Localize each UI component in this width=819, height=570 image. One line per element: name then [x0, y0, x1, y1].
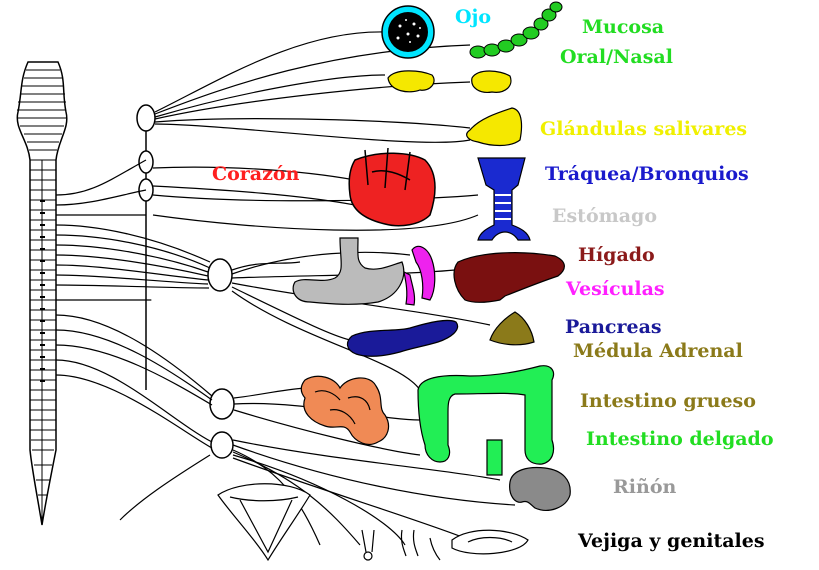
inferior-mesenteric-ganglion	[211, 432, 233, 458]
celiac-ganglion	[208, 259, 232, 291]
stomach-organ	[293, 238, 404, 304]
label-vesiculas: Vesículas	[566, 280, 665, 299]
label-intestino-delgado: Intestino delgado	[586, 430, 774, 449]
cervical-ganglion-2	[139, 151, 153, 173]
label-estomago: Estómago	[552, 207, 657, 226]
label-vejiga-genitales: Vejiga y genitales	[578, 532, 765, 551]
label-ojo: Ojo	[455, 8, 491, 27]
cervical-ganglion-1	[137, 105, 155, 131]
kidney-organ	[510, 468, 571, 511]
label-mucosa: Mucosa	[582, 18, 664, 37]
pancreas-organ	[347, 320, 457, 356]
liver-organ	[454, 253, 564, 303]
label-traquea-bronquios: Tráquea/Bronquios	[545, 165, 749, 184]
nerve-fibers	[56, 32, 515, 545]
large-intestine-organ	[418, 366, 554, 475]
label-oral-nasal: Oral/Nasal	[560, 48, 673, 67]
trachea-organ	[478, 158, 530, 240]
eye-organ	[382, 6, 434, 58]
label-rinon: Riñón	[613, 478, 676, 497]
spinal-cord	[17, 62, 67, 525]
superior-mesenteric-ganglion	[210, 389, 234, 419]
sympathetic-chain	[137, 105, 234, 458]
label-medula-adrenal: Médula Adrenal	[573, 342, 743, 361]
small-intestine-organ	[301, 376, 388, 444]
label-pancreas: Pancreas	[565, 318, 662, 337]
label-glandulas-salivares: Glándulas salivares	[540, 120, 747, 139]
label-intestino-grueso: Intestino grueso	[580, 392, 756, 411]
bladder-genitals-organ	[218, 484, 528, 560]
label-higado: Hígado	[578, 246, 655, 265]
heart-organ	[349, 148, 435, 226]
adrenal-organ	[490, 312, 534, 345]
label-corazon: Corazón	[212, 165, 299, 184]
